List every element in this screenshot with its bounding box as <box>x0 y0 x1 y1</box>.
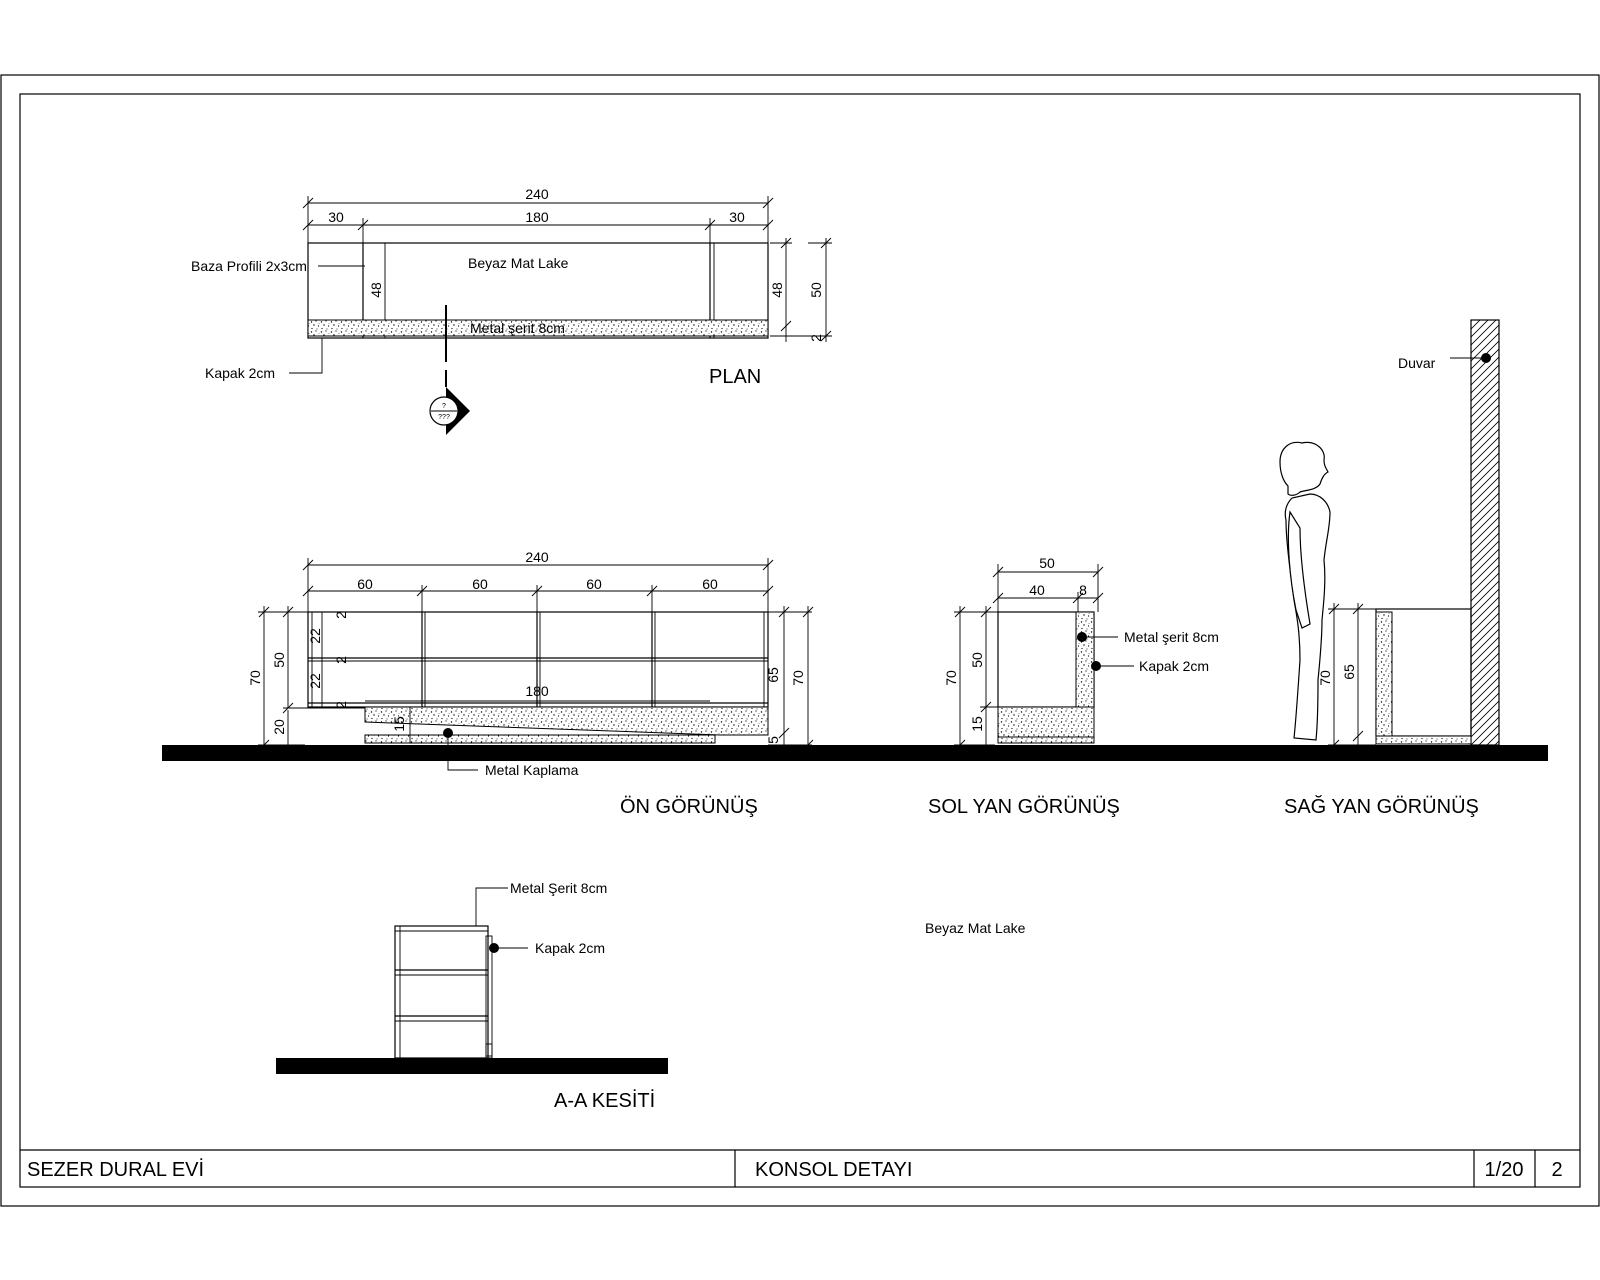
section-marker-bottom: ??? <box>438 414 450 421</box>
front-view: 240 60 60 60 60 180 15 <box>247 549 814 818</box>
plan-baza-label: Baza Profili 2x3cm <box>191 258 307 274</box>
section-title: A-A KESİTİ <box>554 1089 655 1112</box>
front-dim-cell-1: 60 <box>357 576 373 592</box>
title-block-drawing: KONSOL DETAYI <box>755 1159 912 1181</box>
plan-side-dimensions <box>770 237 832 342</box>
plan-finish-label: Beyaz Mat Lake <box>468 255 569 271</box>
front-plinth <box>364 734 716 744</box>
section-kapak-label: Kapak 2cm <box>535 940 605 956</box>
front-title: ÖN GÖRÜNÜŞ <box>620 796 758 818</box>
front-dim-cell-2: 60 <box>472 576 488 592</box>
section-front-panel <box>485 935 493 1057</box>
left-metal-strip <box>1075 611 1095 708</box>
front-dim-row-2: 22 <box>307 673 323 689</box>
front-top-dimensions <box>302 558 774 612</box>
front-dim-thin-3: 2 <box>333 701 349 709</box>
title-block-sheet: 2 <box>1551 1159 1562 1181</box>
left-dim-side-base: 15 <box>969 716 985 732</box>
plan-body <box>307 242 769 339</box>
left-dim-inner: 40 <box>1029 582 1045 598</box>
right-cabinet-strip <box>1375 611 1393 737</box>
right-dim-inner: 65 <box>1341 664 1357 680</box>
plan-dim-right: 30 <box>729 209 745 225</box>
title-block: SEZER DURAL EVİ KONSOL DETAYI 1/20 2 <box>20 1149 1580 1187</box>
plan-title: PLAN <box>709 366 761 388</box>
right-side-title: SAĞ YAN GÖRÜNÜŞ <box>1284 795 1479 818</box>
section-metal-leader <box>475 887 508 926</box>
section-floor <box>276 1058 668 1074</box>
outer-border <box>0 74 1600 1207</box>
front-dim-right-base: 5 <box>765 736 781 744</box>
title-block-scale: 1/20 <box>1485 1159 1524 1181</box>
front-dim-thin-1: 2 <box>333 611 349 619</box>
front-dim-row-1: 22 <box>307 628 323 644</box>
plan-dim-left: 30 <box>328 209 344 225</box>
plan-top-dimensions <box>302 196 774 245</box>
left-dim-side-upper: 50 <box>969 652 985 668</box>
left-kapak-label: Kapak 2cm <box>1139 658 1209 674</box>
front-inner-height: 15 <box>391 716 407 732</box>
plan-inner-dim-right: 48 <box>769 282 785 298</box>
plan-dim-total-depth: 50 <box>808 282 824 298</box>
front-dim-left-base: 20 <box>271 719 287 735</box>
plan-kapak-leader <box>289 338 323 374</box>
inner-border <box>19 93 1581 1188</box>
right-dim-total: 70 <box>1317 670 1333 686</box>
left-dim-side-total: 70 <box>943 670 959 686</box>
section-cabinet <box>394 925 489 1059</box>
right-side-view: Duvar 70 65 SAĞ YAN GÖRÜNÜŞ <box>1279 319 1500 818</box>
floating-note: Beyaz Mat Lake <box>925 920 1026 936</box>
plan-kapak-label: Kapak 2cm <box>205 365 275 381</box>
aa-section-view: Metal Şerit 8cm Kapak 2cm A-A KESİTİ <box>276 880 668 1112</box>
front-metal-label: Metal Kaplama <box>485 762 579 778</box>
plan-dim-strip: 2 <box>808 334 824 342</box>
plan-inner-dim-left: 48 <box>368 282 384 298</box>
plan-metal-strip-label: Metal şerit 8cm <box>470 320 565 336</box>
plan-dim-total: 240 <box>525 186 549 202</box>
wall-label: Duvar <box>1398 355 1436 371</box>
human-scale-figure <box>1279 441 1331 741</box>
left-metal-label: Metal şerit 8cm <box>1124 629 1219 645</box>
front-dim-thin-2: 2 <box>333 656 349 664</box>
front-dim-left-total: 70 <box>247 670 263 686</box>
front-inner-width: 180 <box>525 683 549 699</box>
wall <box>1470 319 1500 746</box>
front-dim-cell-3: 60 <box>586 576 602 592</box>
left-plinth <box>997 736 1095 744</box>
floor-line <box>162 745 1548 761</box>
section-marker-top: ? <box>442 403 446 410</box>
right-plinth <box>1375 735 1472 745</box>
left-side-view: 50 40 8 70 50 15 Metal şerit 8cm Kapak 2… <box>928 555 1219 818</box>
left-side-dimensions <box>954 606 998 751</box>
section-metal-label: Metal Şerit 8cm <box>510 880 607 896</box>
left-dim-strip: 8 <box>1079 582 1087 598</box>
plan-dim-middle: 180 <box>525 209 549 225</box>
title-block-project: SEZER DURAL EVİ <box>27 1158 204 1181</box>
front-dim-left-upper: 50 <box>271 652 287 668</box>
front-sloped-base <box>364 706 769 736</box>
front-dim-right-total: 70 <box>790 670 806 686</box>
front-dim-total: 240 <box>525 549 549 565</box>
left-top-dimensions <box>992 564 1104 612</box>
left-dim-total: 50 <box>1039 555 1055 571</box>
front-dim-right-inner: 65 <box>765 667 781 683</box>
section-marker: ? ??? <box>429 370 470 435</box>
plan-view: 240 30 180 30 48 Beyaz Mat Lake Metal şe… <box>191 186 832 435</box>
front-dim-cell-4: 60 <box>702 576 718 592</box>
left-side-title: SOL YAN GÖRÜNÜŞ <box>928 796 1120 818</box>
left-base <box>997 706 1095 738</box>
plan-metal-strip <box>307 319 769 337</box>
